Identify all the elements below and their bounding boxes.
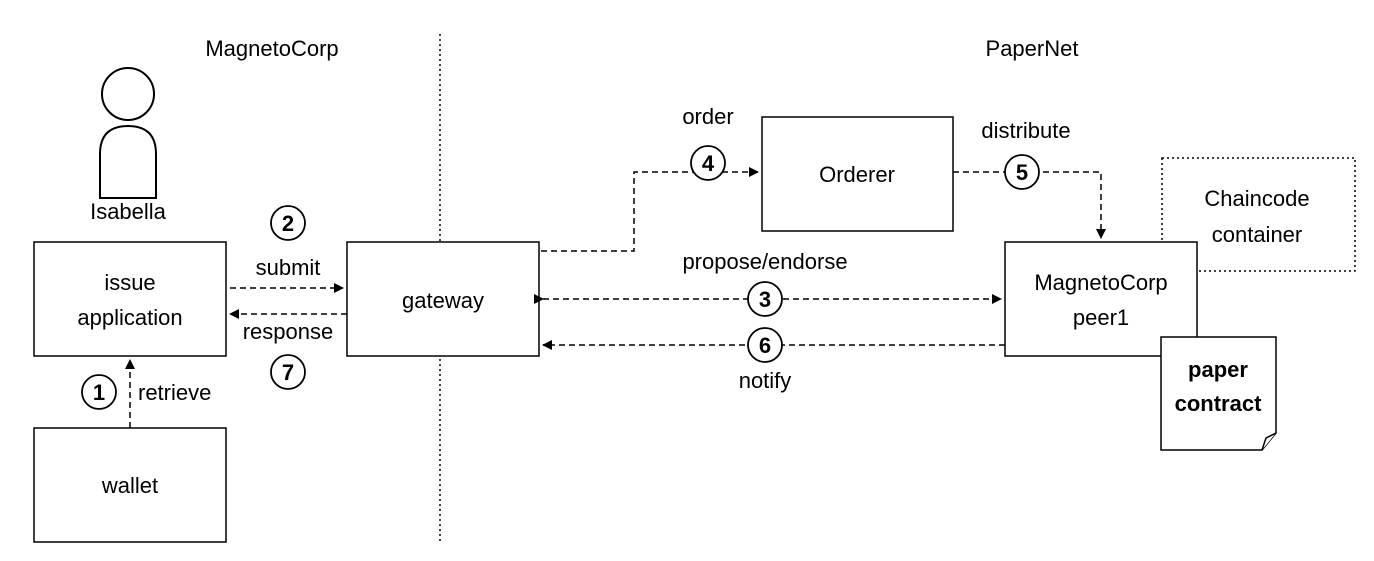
chaincode-label-line2: container <box>1212 222 1303 247</box>
actor-name: Isabella <box>90 199 167 224</box>
step-label-response: response <box>243 319 334 344</box>
distribute-arrow <box>953 171 1106 239</box>
peer-label-line2: peer1 <box>1073 305 1129 330</box>
section-title-papernet: PaperNet <box>986 36 1079 61</box>
peer-label-line1: MagnetoCorp <box>1034 270 1167 295</box>
contract-label-line1: paper <box>1188 357 1248 382</box>
paper-contract-document[interactable] <box>1160 336 1277 451</box>
step-number-1: 1 <box>93 380 105 405</box>
wallet-label: wallet <box>101 473 158 498</box>
step-badge-2 <box>270 205 306 241</box>
gateway-label: gateway <box>402 288 484 313</box>
step-label-distribute: distribute <box>981 118 1070 143</box>
chaincode-label-line1: Chaincode <box>1204 186 1309 211</box>
section-title-magnetocorp: MagnetoCorp <box>205 36 338 61</box>
contract-label-line2: contract <box>1175 391 1262 416</box>
step-number-2: 2 <box>282 211 294 236</box>
step-label-order: order <box>682 104 733 129</box>
step-label-notify: notify <box>739 368 792 393</box>
wallet-box[interactable] <box>33 427 227 543</box>
step-badge-5 <box>1004 154 1040 190</box>
step-badge-7 <box>270 354 306 390</box>
step-number-4: 4 <box>702 151 715 176</box>
step-number-5: 5 <box>1016 160 1028 185</box>
orderer-label: Orderer <box>819 162 895 187</box>
step-label-retrieve: retrieve <box>138 380 211 405</box>
step-label-propose-endorse: propose/endorse <box>682 249 847 274</box>
person-icon <box>99 67 157 199</box>
step-badge-1 <box>81 374 117 410</box>
step-number-6: 6 <box>759 333 771 358</box>
gateway-box[interactable] <box>346 241 540 357</box>
step-badge-6 <box>747 327 783 363</box>
issue-application-label-line2: application <box>77 305 182 330</box>
orderer-box[interactable] <box>761 116 954 232</box>
order-arrow <box>541 167 759 252</box>
step-badge-3 <box>747 281 783 317</box>
step-number-7: 7 <box>282 360 294 385</box>
step-label-submit: submit <box>256 255 321 280</box>
step-number-3: 3 <box>759 287 771 312</box>
issue-application-label-line1: issue <box>104 270 155 295</box>
step-badge-4 <box>690 145 726 181</box>
issue-application-box[interactable] <box>33 241 227 357</box>
